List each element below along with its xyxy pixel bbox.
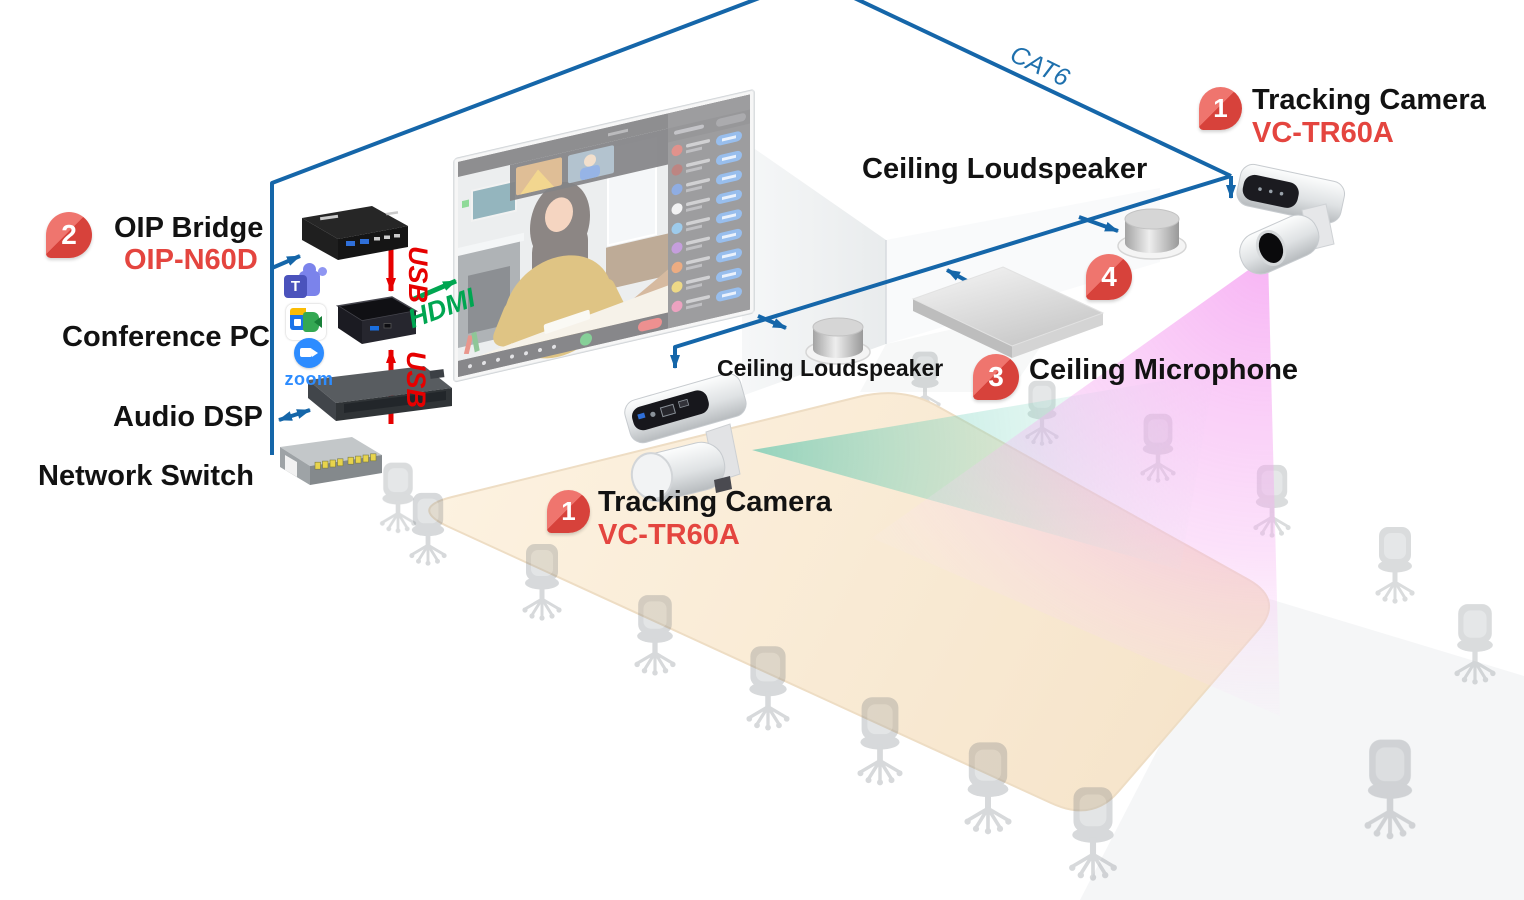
ceiling-microphone-device: [911, 266, 1105, 358]
network-switch-device: [280, 437, 382, 485]
conference-display: [453, 89, 755, 383]
usb-dsp-pc-label: USB: [401, 351, 431, 409]
conference-pc-label: Conference PC: [62, 321, 270, 353]
tracking-camera-wall-device: [1236, 163, 1346, 275]
cat6-network-lines: [270, 0, 1236, 455]
wall-camera-view-cone: [872, 256, 1280, 716]
oip-bridge-device: [302, 206, 408, 260]
zoom-wordmark: zoom: [284, 369, 334, 389]
network-switch-label: Network Switch: [38, 460, 254, 492]
badge-oip-bridge: 2: [46, 212, 92, 258]
ceiling-loudspeaker-front-label: Ceiling Loudspeaker: [717, 355, 944, 381]
ceiling-loudspeaker-front-device: [805, 317, 871, 365]
ceiling-loudspeaker-back-device: [1117, 208, 1187, 260]
zoom-icon: [294, 338, 324, 368]
audio-dsp-device: [308, 366, 452, 421]
conference-pc-device: [335, 296, 419, 344]
usb-oip-pc-label: USB: [403, 246, 433, 304]
microsoft-teams-icon: T: [284, 263, 330, 306]
badge-ceiling-loudspeaker: 4: [1086, 254, 1132, 300]
tracking-camera-wall-model: VC-TR60A: [1252, 117, 1394, 149]
teams-t-glyph: T: [284, 275, 307, 298]
tracking-camera-table-label: Tracking Camera: [598, 486, 832, 518]
tracking-camera-table-device: [624, 373, 747, 502]
badge-tracking-camera-table: 1: [547, 490, 590, 533]
oip-bridge-label: OIP Bridge: [114, 212, 264, 244]
ceiling-microphone-label: Ceiling Microphone: [1029, 354, 1299, 386]
audio-dsp-label: Audio DSP: [113, 401, 263, 433]
google-meet-icon: [286, 304, 326, 340]
badge-ceiling-microphone: 3: [973, 354, 1019, 400]
badge-tracking-camera-wall: 1: [1199, 87, 1242, 130]
oip-bridge-model: OIP-N60D: [124, 244, 258, 276]
tracking-camera-wall-label: Tracking Camera: [1252, 84, 1486, 116]
ceiling-loudspeaker-back-label: Ceiling Loudspeaker: [862, 153, 1148, 185]
tracking-camera-table-model: VC-TR60A: [598, 519, 740, 551]
